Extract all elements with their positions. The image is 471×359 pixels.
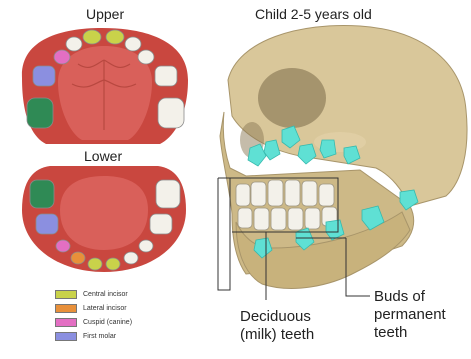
eye-socket xyxy=(258,68,326,128)
legend-label: Central incisor xyxy=(83,291,128,298)
deciduous-label-line1: Deciduous xyxy=(240,308,314,326)
legend-label: First molar xyxy=(83,333,116,340)
legend-swatch xyxy=(55,304,77,313)
skull-illustration xyxy=(218,25,467,300)
upper-jaw-diagram xyxy=(22,28,188,144)
buds-label-line2: permanent xyxy=(374,306,446,324)
legend-swatch xyxy=(55,332,77,341)
legend-item-first-molar: First molar xyxy=(55,330,116,342)
deciduous-label-line2: (milk) teeth xyxy=(240,326,314,344)
buds-label-line3: teeth xyxy=(374,324,446,342)
permanent-buds-label: Buds of permanent teeth xyxy=(374,288,446,342)
deciduous-teeth-label: Deciduous (milk) teeth xyxy=(240,308,314,344)
legend-item-lateral-incisor: Lateral incisor xyxy=(55,302,127,314)
lower-jaw-diagram xyxy=(22,166,186,272)
buds-label-line1: Buds of xyxy=(374,288,446,306)
legend-item-cuspid: Cuspid (canine) xyxy=(55,316,132,328)
legend-label: Lateral incisor xyxy=(83,305,127,312)
legend-label: Cuspid (canine) xyxy=(83,319,132,326)
legend-swatch xyxy=(55,318,77,327)
legend-swatch xyxy=(55,290,77,299)
legend-item-central-incisor: Central incisor xyxy=(55,288,128,300)
lower-tongue xyxy=(60,176,148,250)
